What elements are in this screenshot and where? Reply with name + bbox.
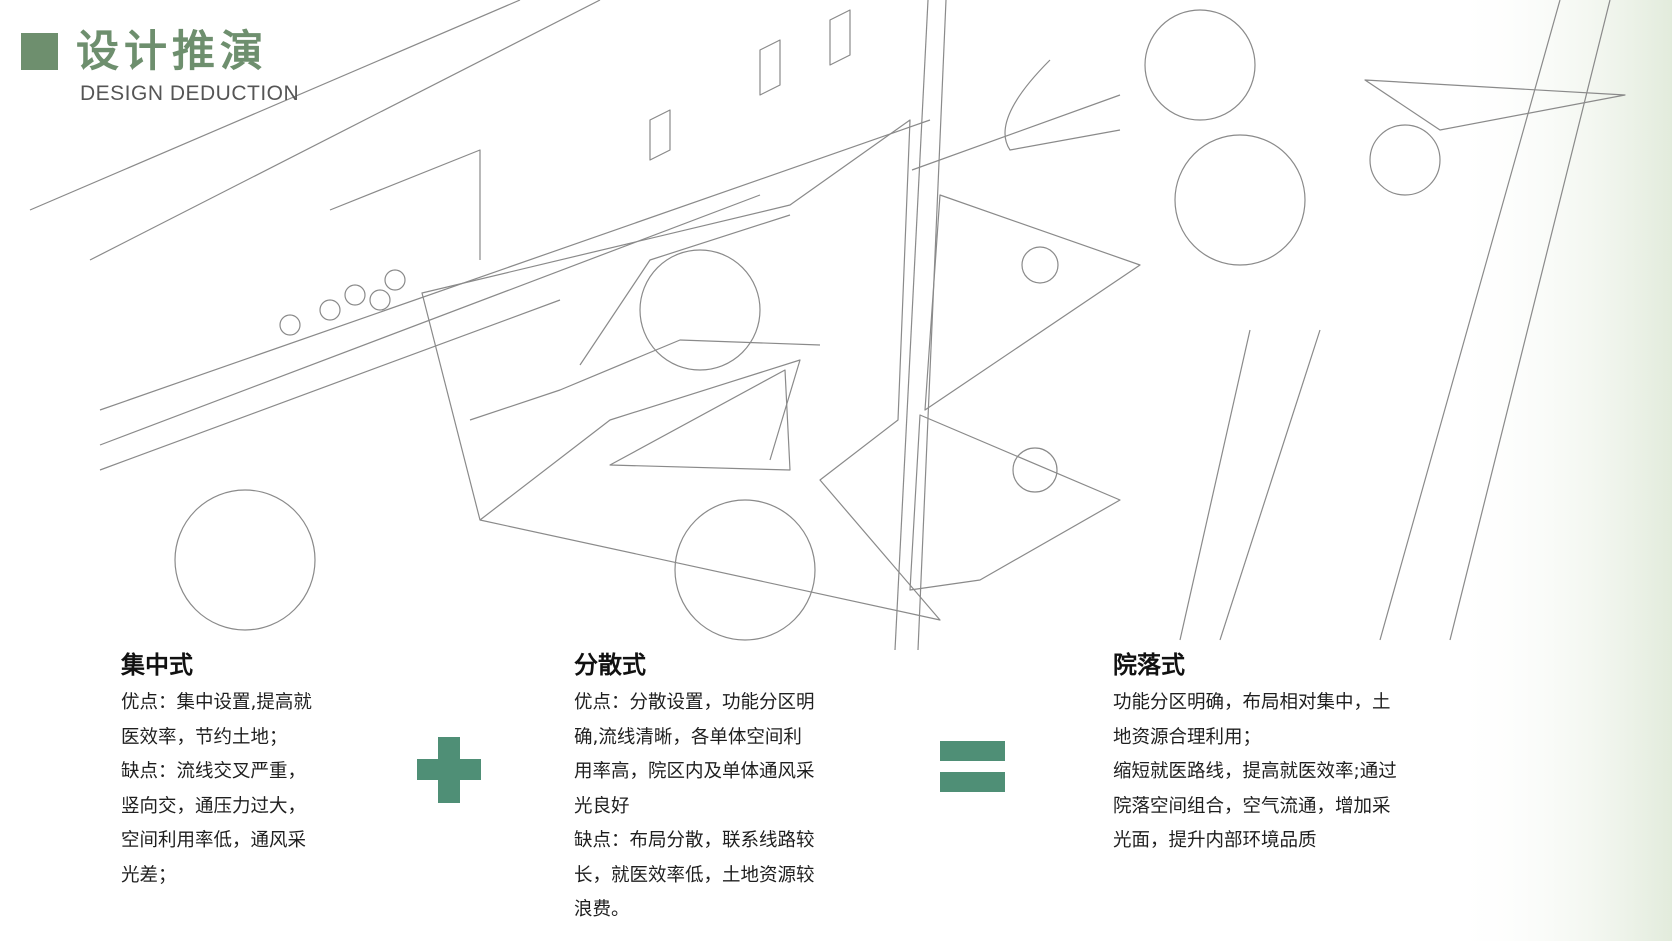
tree <box>319 299 341 321</box>
tree <box>1174 134 1306 266</box>
road-line <box>99 299 561 471</box>
tree <box>369 289 391 311</box>
roadside-block <box>829 9 851 66</box>
layout-option-centralized: 集中式 优点：集中设置,提高就 医效率，节约土地； 缺点：流线交叉严重， 竖向交… <box>121 644 312 893</box>
tree <box>1144 9 1256 121</box>
option-text-line: 缺点：流线交叉严重， <box>121 761 307 782</box>
tree <box>174 489 316 631</box>
green-edge-wash <box>1450 0 1672 941</box>
option-text-line: 地资源合理利用； <box>1113 726 1262 748</box>
option-text-line: 用率高，院区内及单体通风采 <box>574 761 815 782</box>
option-text-line: 缩短就医路线，提高就医效率;通过 <box>1113 761 1397 782</box>
option-text-line: 长，就医效率低，土地资源较 <box>574 864 815 886</box>
road-line <box>99 194 761 446</box>
tree <box>279 314 301 336</box>
page-title: 设计推演 <box>76 27 268 77</box>
tree <box>1012 447 1058 493</box>
right-building <box>924 194 1141 411</box>
option-text-line: 医效率，节约土地； <box>121 726 288 748</box>
right-building <box>909 414 1121 591</box>
tree <box>1021 246 1059 284</box>
option-text-line: 光差； <box>121 864 177 886</box>
tree <box>344 284 366 306</box>
road-line <box>329 149 481 260</box>
roadside-block <box>649 109 671 161</box>
option-text-line: 竖向交，通压力过大， <box>121 795 307 817</box>
tree <box>384 269 406 291</box>
tree <box>674 499 816 641</box>
tree <box>1369 124 1441 196</box>
option-text-line: 浪费。 <box>574 899 630 920</box>
layout-option-courtyard: 院落式 功能分区明确，布局相对集中，土 地资源合理利用； 缩短就医路线，提高就医… <box>1113 644 1397 859</box>
road-line <box>1379 0 1561 641</box>
option-heading: 集中式 <box>121 651 193 679</box>
header-accent-square <box>21 33 58 70</box>
option-heading: 分散式 <box>574 651 646 679</box>
central-building <box>479 359 801 521</box>
option-text-line: 优点：集中设置,提高就 <box>121 692 312 713</box>
central-building <box>579 214 791 366</box>
central-building <box>421 119 941 621</box>
equals-icon <box>940 741 1005 792</box>
road-line <box>894 0 929 651</box>
option-text-line: 空间利用率低，通风采 <box>121 830 307 851</box>
road-line <box>1219 329 1321 641</box>
option-text-line: 光面，提升内部环境品质 <box>1113 830 1317 851</box>
road-line <box>917 0 947 651</box>
option-text-line: 院落空间组合，空气流通，增加采 <box>1113 795 1391 817</box>
option-text-line: 优点：分散设置，功能分区明 <box>574 692 815 713</box>
option-text-line: 缺点：布局分散，联系线路较 <box>574 830 815 851</box>
road-line <box>1449 0 1611 641</box>
central-building <box>609 369 791 471</box>
road-line <box>89 0 601 261</box>
option-text-line: 确,流线清晰，各单体空间利 <box>574 726 802 748</box>
option-text-line: 功能分区明确，布局相对集中，土 <box>1113 692 1391 713</box>
road-line <box>911 94 1121 171</box>
road-line <box>1179 329 1251 641</box>
right-building <box>1364 79 1626 131</box>
road-line <box>1004 59 1121 151</box>
road-line <box>99 119 931 411</box>
road-line <box>29 0 521 211</box>
tree <box>639 249 761 371</box>
option-text-line: 光良好 <box>574 795 630 817</box>
roadside-block <box>759 39 781 96</box>
option-heading: 院落式 <box>1113 651 1185 679</box>
layout-option-distributed: 分散式 优点：分散设置，功能分区明 确,流线清晰，各单体空间利 用率高，院区内及… <box>574 644 815 928</box>
page-subtitle: DESIGN DEDUCTION <box>80 82 300 105</box>
plus-icon <box>417 737 481 803</box>
